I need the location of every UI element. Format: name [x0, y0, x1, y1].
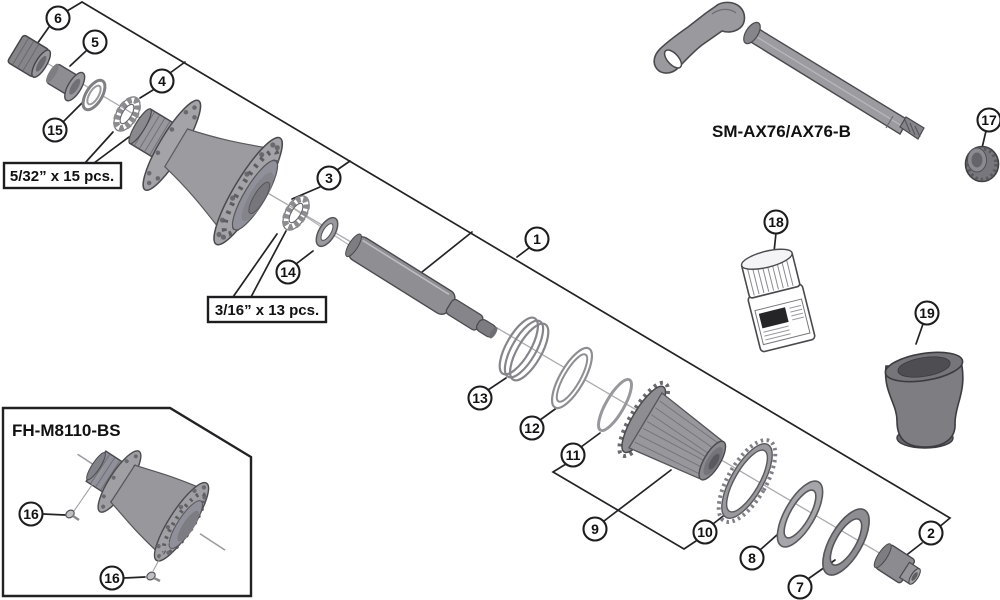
- svg-text:14: 14: [280, 264, 296, 280]
- ball-size-label-left: 5/32” x 15 pcs.: [2, 161, 123, 190]
- callout-5: 5: [82, 29, 108, 55]
- callout-15: 15: [42, 117, 68, 143]
- mini-right-holes: [156, 485, 207, 559]
- seal-ring-14: [315, 216, 339, 248]
- hub-model-label: FH-M8110-BS: [12, 421, 121, 440]
- svg-text:9: 9: [591, 521, 599, 537]
- svg-text:7: 7: [796, 579, 804, 595]
- jar-label-lines: [763, 304, 805, 341]
- svg-text:6: 6: [54, 10, 62, 26]
- pin-16b: [146, 571, 156, 581]
- svg-text:16: 16: [104, 570, 120, 586]
- hub-axle: [345, 233, 498, 339]
- callout-19: 19: [914, 300, 940, 326]
- ring-12: [550, 346, 594, 410]
- svg-text:10: 10: [697, 524, 713, 540]
- freehub-body: [617, 380, 727, 481]
- washer-8: [776, 480, 824, 548]
- callout-9: 9: [582, 516, 608, 542]
- callout-1: 1: [524, 226, 550, 252]
- lock-nut-cap-2: [873, 543, 921, 585]
- axle-end-cap-17: [964, 145, 1000, 183]
- svg-text:5: 5: [91, 34, 99, 50]
- svg-text:15: 15: [47, 122, 63, 138]
- svg-text:3: 3: [325, 170, 333, 186]
- callout-2: 2: [918, 520, 944, 546]
- leader-lines: [36, 1, 987, 580]
- tool-top-ring: [884, 351, 964, 383]
- callout-4: 4: [149, 68, 175, 94]
- hub-shell: [128, 99, 284, 246]
- grease-jar: [740, 248, 816, 353]
- svg-text:18: 18: [768, 214, 784, 230]
- ball-size-label-right: 3/16” x 13 pcs.: [206, 295, 328, 324]
- thru-axle-model-label: SM-AX76/AX76-B: [712, 122, 851, 141]
- thru-axle: [653, 1, 925, 140]
- ball-size-label-right-text: 3/16” x 13 pcs.: [215, 302, 319, 319]
- hub-pins: [65, 468, 170, 583]
- callout-3: 3: [316, 165, 342, 191]
- pin-16a: [65, 509, 75, 519]
- svg-text:1: 1: [533, 231, 541, 247]
- callout-7: 7: [787, 574, 813, 600]
- ring-11: [597, 377, 633, 433]
- callout-8: 8: [739, 545, 765, 571]
- callout-12: 12: [519, 415, 545, 441]
- callout-11: 11: [560, 442, 586, 468]
- lever-slot: [663, 49, 683, 69]
- svg-text:19: 19: [919, 305, 935, 321]
- callout-16a: 16: [18, 501, 44, 527]
- wave-spring-13: [498, 316, 550, 382]
- serrated-lock-washer: [716, 438, 778, 524]
- left-end-cap-part: [7, 34, 52, 78]
- ball-retainer-left: [113, 96, 141, 132]
- axis-over-hub-face: [284, 202, 353, 248]
- callout-18: 18: [763, 209, 789, 235]
- callout-13: 13: [467, 385, 493, 411]
- svg-text:17: 17: [981, 112, 997, 128]
- assembled-hub: [77, 450, 226, 562]
- cone-part: [46, 63, 86, 102]
- callout-16b: 16: [99, 565, 125, 591]
- freehub-splines: [634, 400, 719, 475]
- svg-text:2: 2: [927, 525, 935, 541]
- callout-6: 6: [45, 5, 71, 31]
- svg-text:13: 13: [472, 390, 488, 406]
- ball-size-label-left-text: 5/32” x 15 pcs.: [10, 168, 114, 185]
- svg-text:12: 12: [524, 420, 540, 436]
- svg-text:4: 4: [158, 73, 166, 89]
- svg-text:8: 8: [748, 550, 756, 566]
- svg-text:16: 16: [23, 506, 39, 522]
- callout-10: 10: [692, 519, 718, 545]
- seal-ring-15: [81, 78, 107, 112]
- svg-text:11: 11: [566, 447, 581, 463]
- seal-washer-7: [822, 508, 870, 576]
- callout-14: 14: [275, 259, 301, 285]
- ball-retainer-right: [282, 195, 310, 231]
- callout-17: 17: [976, 107, 1000, 133]
- lockring-tool: [884, 351, 964, 449]
- jar-label-block: [758, 307, 789, 329]
